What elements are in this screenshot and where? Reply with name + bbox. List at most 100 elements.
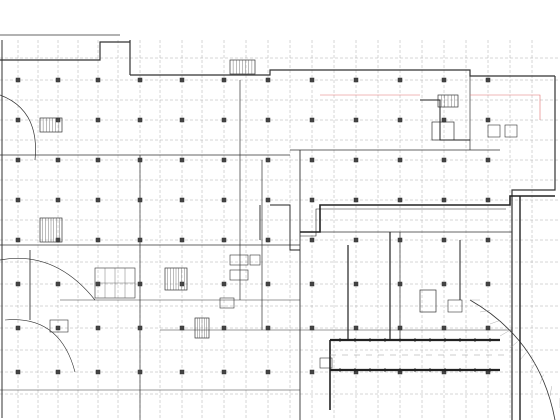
structural-column: [397, 117, 403, 123]
boundary-hatch: [479, 310, 490, 313]
main-duct-edge: [300, 208, 506, 237]
equipment-box: [249, 254, 261, 266]
structural-column: [95, 281, 101, 287]
structural-column: [265, 281, 271, 287]
structural-column: [265, 325, 271, 331]
outer-wall: [130, 69, 555, 77]
boundary-hatch: [529, 363, 536, 373]
staircase: [39, 117, 63, 133]
structural-column: [309, 197, 315, 203]
branch-duct: [270, 204, 300, 251]
structural-column: [397, 77, 403, 83]
annotation-leader: [470, 94, 541, 120]
structural-column: [95, 197, 101, 203]
boundary-hatch: [539, 374, 544, 385]
structural-column: [397, 281, 403, 287]
structural-column: [309, 117, 315, 123]
structural-column: [221, 237, 227, 243]
equipment-box: [504, 124, 518, 138]
equipment-box: [229, 254, 249, 266]
atrium-curve: [0, 257, 96, 301]
structural-column: [221, 281, 227, 287]
structural-column: [441, 157, 447, 163]
outer-wall: [519, 195, 555, 420]
structural-column: [221, 197, 227, 203]
structural-column: [15, 237, 21, 243]
outer-wall: [511, 76, 556, 420]
structural-column: [221, 77, 227, 83]
atrium-curve: [4, 319, 76, 373]
structural-column: [265, 197, 271, 203]
structural-column: [179, 117, 185, 123]
structural-column: [137, 117, 143, 123]
structural-column: [441, 117, 447, 123]
structural-column: [397, 237, 403, 243]
structural-column: [95, 157, 101, 163]
structural-column: [353, 325, 359, 331]
staircases: [39, 59, 459, 339]
structural-column: [15, 77, 21, 83]
structural-column: [137, 77, 143, 83]
structural-column: [179, 325, 185, 331]
equipment-box: [219, 297, 235, 309]
structural-column: [137, 369, 143, 375]
structural-column: [55, 77, 61, 83]
structural-column: [485, 117, 491, 123]
structural-column: [441, 325, 447, 331]
equipment-box: [447, 299, 463, 313]
structural-column: [137, 237, 143, 243]
structural-column: [137, 281, 143, 287]
structural-column: [95, 117, 101, 123]
structural-column: [55, 281, 61, 287]
structural-column: [179, 197, 185, 203]
structural-column: [485, 77, 491, 83]
branch-duct: [420, 99, 470, 141]
equipment-box: [419, 289, 437, 313]
structural-column: [353, 197, 359, 203]
atrium-curve: [0, 94, 36, 161]
structural-column: [353, 77, 359, 83]
structural-column: [55, 325, 61, 331]
structural-column: [55, 117, 61, 123]
structural-column: [353, 281, 359, 287]
structural-column: [309, 157, 315, 163]
structural-column: [353, 157, 359, 163]
structural-column: [265, 157, 271, 163]
boundary-hatch: [509, 341, 518, 349]
building-walls: [0, 34, 560, 420]
equipment-box: [229, 269, 249, 281]
structural-column: [485, 281, 491, 287]
structural-column: [441, 237, 447, 243]
structural-column: [179, 369, 185, 375]
structural-column: [221, 369, 227, 375]
structural-column: [15, 281, 21, 287]
structural-column: [485, 197, 491, 203]
structural-column: [265, 77, 271, 83]
structural-column: [353, 237, 359, 243]
structural-column: [485, 325, 491, 331]
boundary-hatch: [549, 386, 552, 397]
boundary-hatch: [499, 330, 509, 337]
structural-column: [221, 117, 227, 123]
equipment-box: [49, 319, 69, 333]
structural-grid: [0, 40, 558, 418]
structural-column: [55, 197, 61, 203]
structural-column: [55, 369, 61, 375]
structural-column: [397, 157, 403, 163]
structural-column: [137, 325, 143, 331]
structural-column: [95, 237, 101, 243]
structural-column: [179, 157, 185, 163]
structural-column: [95, 325, 101, 331]
structural-column: [397, 197, 403, 203]
structural-column: [95, 369, 101, 375]
ductwork-runs: [29, 94, 555, 420]
structural-column: [397, 325, 403, 331]
boundary-hatch: [489, 320, 500, 325]
curved-boundary: [469, 299, 556, 420]
structural-column: [441, 281, 447, 287]
structural-column: [441, 77, 447, 83]
structural-column: [309, 325, 315, 331]
structural-column: [179, 77, 185, 83]
